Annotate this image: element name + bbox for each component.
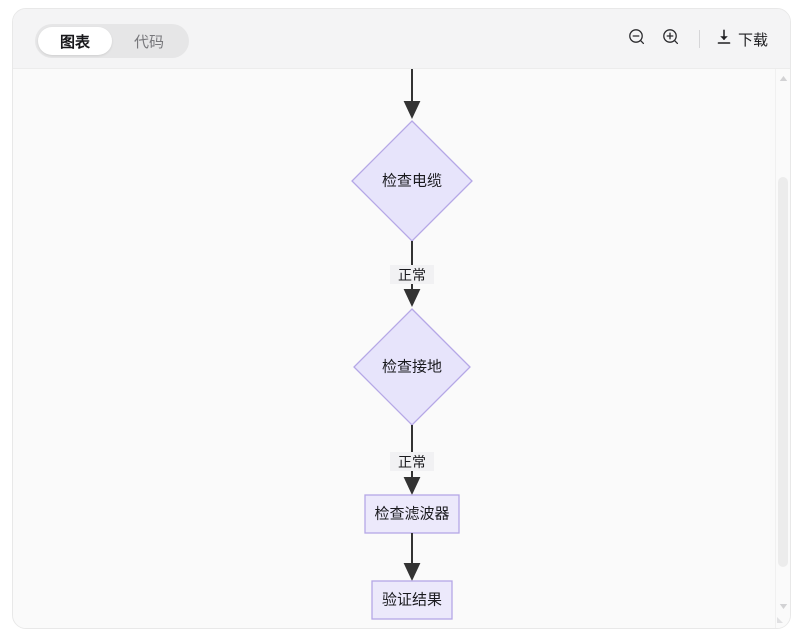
scroll-down-button[interactable] [776, 597, 790, 615]
download-button[interactable]: 下载 [711, 24, 772, 55]
tab-group: 图表 代码 [35, 24, 190, 58]
node-check-grounding-label: 检查接地 [382, 359, 442, 376]
node-check-filter[interactable]: 检查滤波器 [364, 494, 460, 534]
edge-label-bg-2 [390, 452, 434, 471]
node-check-grounding[interactable]: 检查接地 [353, 308, 471, 426]
toolbar-divider [698, 30, 700, 48]
tab-diagram[interactable]: 图表 [38, 27, 113, 55]
node-check-filter-shape [364, 494, 460, 534]
zoom-out-icon [627, 27, 647, 52]
scroll-up-arrow-icon [779, 69, 788, 87]
node-verify-result-label: 验证结果 [382, 592, 442, 609]
diagram-canvas[interactable]: 检查电缆 正常 检查接地 正常 检查滤波器 [13, 69, 790, 628]
tab-diagram-label: 图表 [60, 33, 91, 51]
header-toolbar: 下载 [620, 22, 772, 56]
edge-label-n2-n3: 正常 [398, 454, 426, 470]
zoom-in-button[interactable] [654, 22, 688, 56]
download-icon [715, 28, 733, 51]
node-check-cable[interactable]: 检查电缆 [351, 120, 473, 242]
scroll-up-button[interactable] [776, 69, 790, 87]
download-label: 下载 [737, 31, 768, 49]
node-check-cable-label: 检查电缆 [382, 173, 442, 190]
scroll-down-arrow-icon [779, 597, 788, 615]
vertical-scrollbar[interactable] [775, 69, 790, 628]
edge-label-n1-n2: 正常 [398, 267, 426, 283]
flowchart-svg: 检查电缆 正常 检查接地 正常 检查滤波器 [351, 69, 473, 620]
node-verify-result[interactable]: 验证结果 [371, 580, 453, 620]
panel-header: 图表 代码 [13, 9, 790, 69]
resize-handle[interactable] [775, 613, 787, 625]
tab-code[interactable]: 代码 [112, 27, 186, 55]
node-check-filter-label: 检查滤波器 [374, 506, 449, 523]
edge-label-bg-1 [390, 265, 434, 284]
diagram-panel: 图表 代码 [12, 8, 791, 629]
node-verify-result-shape [371, 580, 453, 620]
scroll-thumb[interactable] [778, 177, 788, 567]
zoom-in-icon [661, 27, 681, 52]
tab-code-label: 代码 [134, 33, 165, 51]
zoom-out-button[interactable] [620, 22, 654, 56]
